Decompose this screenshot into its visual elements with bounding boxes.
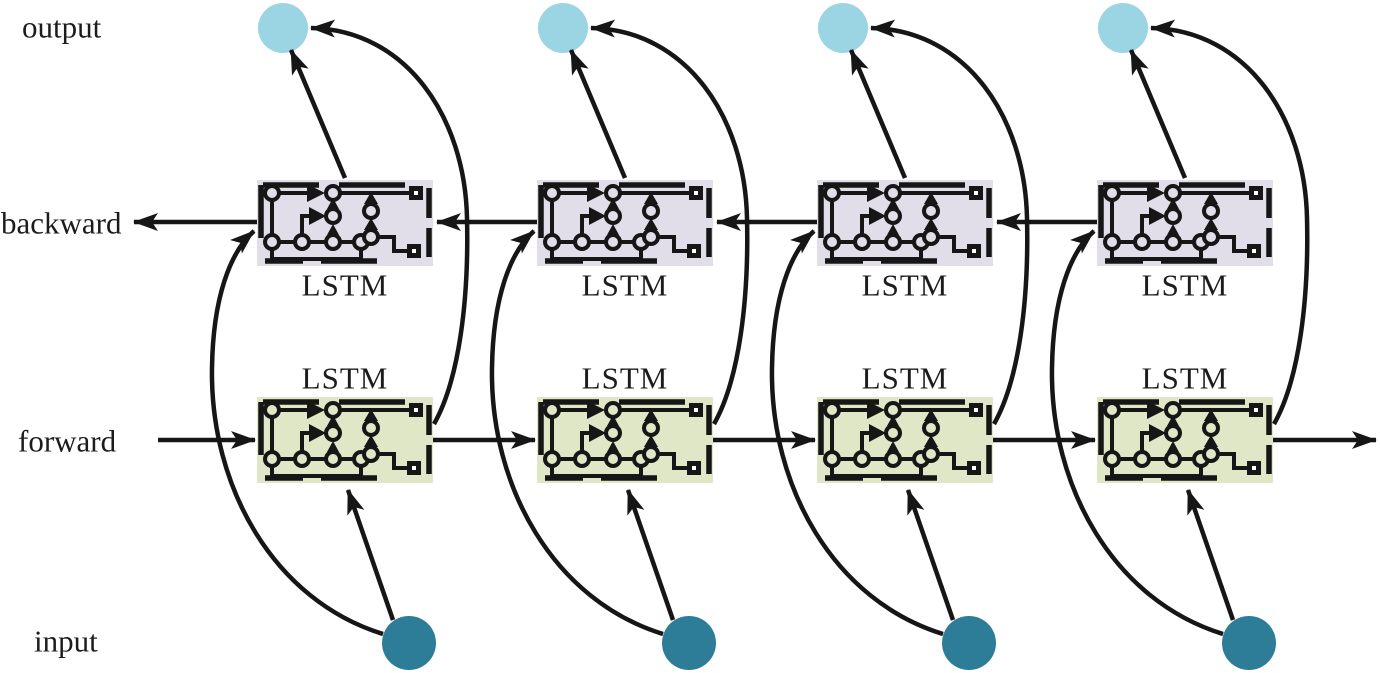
row-label-input: input <box>34 623 98 659</box>
backward-to-output-arrow-4 <box>1128 49 1188 179</box>
forward-lstm-label-3: LSTM <box>861 360 949 396</box>
input-to-forward-arrow-4 <box>1185 489 1236 621</box>
input-node-4 <box>1222 616 1276 670</box>
backward-lstm-label-3: LSTM <box>861 267 949 303</box>
forward-to-output-arc-1 <box>310 19 470 426</box>
input-to-forward-arrow-2 <box>625 489 676 621</box>
input-to-forward-arrow-3 <box>905 489 956 621</box>
input-node-2 <box>662 616 716 670</box>
timestep-3 <box>713 3 1030 670</box>
timestep-2 <box>433 3 750 670</box>
row-label-forward: forward <box>18 423 117 459</box>
output-node-3 <box>818 3 868 53</box>
forward-to-output-arc-4 <box>1150 19 1310 426</box>
output-node-4 <box>1098 3 1148 53</box>
forward-lstm-label-4: LSTM <box>1141 360 1229 396</box>
timestep-1 <box>133 3 470 670</box>
input-to-backward-arc-3 <box>769 229 944 637</box>
input-to-backward-arc-4 <box>1049 229 1224 637</box>
backward-lstm-label-2: LSTM <box>581 267 669 303</box>
backward-lstm-label-4: LSTM <box>1141 267 1229 303</box>
backward-lstm-label-1: LSTM <box>301 267 389 303</box>
row-label-backward: backward <box>1 205 122 241</box>
backward-to-output-arrow-3 <box>848 49 908 179</box>
backward-to-output-arrow-2 <box>568 49 628 179</box>
output-node-1 <box>258 3 308 53</box>
backward-to-output-arrow-1 <box>288 49 348 179</box>
input-node-3 <box>942 616 996 670</box>
timestep-4 <box>993 3 1377 670</box>
forward-lstm-label-1: LSTM <box>301 360 389 396</box>
row-label-output: output <box>22 9 102 45</box>
input-to-backward-arc-1 <box>209 229 384 637</box>
input-node-1 <box>382 616 436 670</box>
forward-lstm-label-2: LSTM <box>581 360 669 396</box>
output-node-2 <box>538 3 588 53</box>
forward-to-output-arc-2 <box>590 19 750 426</box>
forward-to-output-arc-3 <box>870 19 1030 426</box>
input-to-forward-arrow-1 <box>345 489 396 621</box>
input-to-backward-arc-2 <box>489 229 664 637</box>
